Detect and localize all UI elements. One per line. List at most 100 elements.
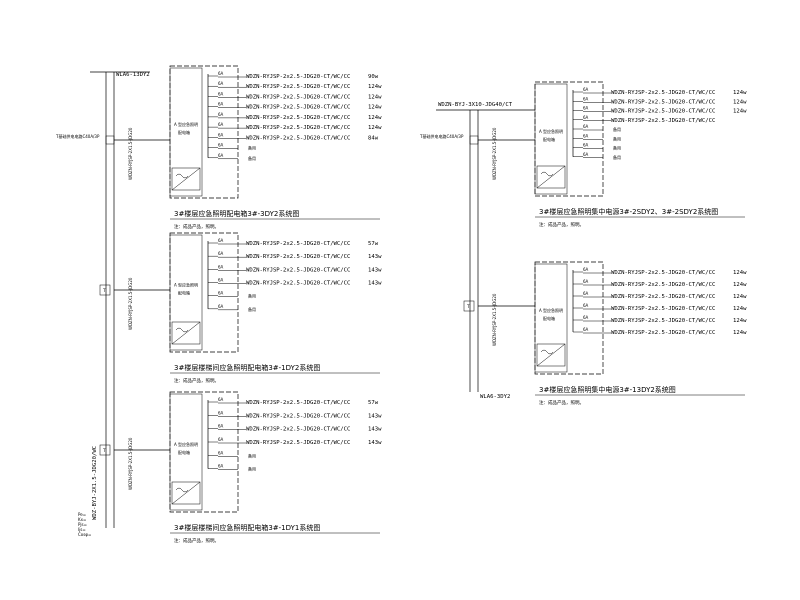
panel-sublabel: 配电箱 — [178, 290, 190, 296]
switch-label: T — [102, 288, 106, 293]
circuit-wire: WDZN-RYJSP-2x2.5-JDG20-CT/WC/CC — [611, 99, 715, 105]
circuit-load: 143w — [368, 281, 382, 287]
panel-title: 3#楼层楼梯间应急照明配电箱3#-1DY1系统图 — [174, 523, 320, 532]
circuit-wire: WDZN-RYJSP-2x2.5-JDG20-CT/WC/CC — [246, 400, 350, 406]
circuit-load: 124w — [733, 306, 747, 312]
breaker-rating: 6A — [218, 132, 224, 137]
circuit-wire: WDZN-RYJSP-2x2.5-JDG20-CT/WC/CC — [246, 105, 350, 111]
breaker-rating: 6A — [583, 152, 589, 157]
riser-label: WDZN-RYJSP-2X1.5-JDG20 — [492, 127, 497, 180]
spare-label: 备用 — [613, 135, 621, 141]
circuit-load: 124w — [368, 115, 382, 121]
breaker-rating: 6A — [218, 143, 224, 148]
panel-note: 注：成品产品，照明。 — [174, 223, 219, 230]
breaker-rating: 6A — [583, 327, 589, 332]
circuit-load: 124w — [733, 330, 747, 336]
breaker-rating: 6A — [218, 424, 224, 429]
breaker-rating: 6A — [583, 143, 589, 148]
circuit-load: 124w — [368, 94, 382, 100]
panel-note: 注：成品产品，照明。 — [539, 221, 584, 228]
breaker-rating: 6A — [218, 71, 224, 76]
spare-label: 备用 — [613, 154, 621, 160]
panel-box — [169, 67, 203, 197]
circuit-row: 6A WDZN-RYJSP-2x2.5-JDG20-CT/WC/CC 57w — [208, 397, 379, 406]
breaker-rating: 6A — [218, 291, 224, 296]
circuit-load: 124w — [733, 109, 747, 115]
riser-label: WDZN-RYJSP-2X1.5-JDG20 — [128, 437, 133, 490]
riser-label: WDZN-RYJSP-2X1.5-JDG20 — [128, 277, 133, 330]
switch-label: T — [102, 448, 106, 453]
breaker-rating: 6A — [218, 102, 224, 107]
panel-sublabel: 配电箱 — [543, 136, 555, 142]
circuit-wire: WDZN-RYJSP-2x2.5-JDG20-CT/WC/CC — [246, 254, 350, 260]
breaker-rating: 6A — [583, 87, 589, 92]
circuit-wire: WDZN-RYJSP-2x2.5-JDG20-CT/WC/CC — [611, 282, 715, 288]
circuit-load: 124w — [733, 294, 747, 300]
circuit-row: 6A WDZN-RYJSP-2x2.5-JDG20-CT/WC/CC 143w — [208, 424, 382, 433]
circuit-wire: WDZN-RYJSP-2x2.5-JDG20-CT/WC/CC — [246, 427, 350, 433]
battery-symbol — [171, 481, 201, 505]
breaker-rating: 6A — [218, 112, 224, 117]
feed-label-ijs: Ijs= — [78, 527, 86, 532]
spare-row: 6A 备用 — [208, 153, 256, 161]
circuit-load: 57w — [368, 400, 379, 406]
panel-sublabel: 配电箱 — [543, 315, 555, 321]
breaker-rating: 6A — [583, 315, 589, 320]
circuit-wire: WDZN-RYJSP-2x2.5-JDG20-CT/WC/CC — [246, 135, 350, 141]
circuit-load: 124w — [368, 125, 382, 131]
breaker-rating: 6A — [583, 124, 589, 129]
feed-label-cos: Cosφ= — [78, 532, 91, 537]
breaker-rating: 6A — [218, 397, 224, 402]
circuit-wire: WDZN-RYJSP-2x2.5-JDG20-CT/WC/CC — [246, 241, 350, 247]
circuit-wire: WDZN-RYJSP-2x2.5-JDG20-CT/WC/CC — [246, 125, 350, 131]
breaker-rating: 6A — [218, 81, 224, 86]
feed-label-kx: Kx= — [78, 517, 86, 522]
right-bus-tag-top: WDZN-BYJ-3X10-JDG40/CT — [438, 102, 513, 108]
circuit-load: 143w — [368, 254, 382, 260]
panel-box — [169, 393, 203, 511]
circuit-wire: WDZN-RYJSP-2x2.5-JDG20-CT/WC/CC — [611, 109, 715, 115]
panel-title: 3#楼层应急照明集中电源3#-13DY2系统图 — [539, 385, 676, 394]
switch-symbol — [463, 300, 475, 312]
circuit-load: 143w — [368, 427, 382, 433]
panel-label: A 型应急照明 — [174, 282, 198, 288]
breaker-rating: 6A — [218, 410, 224, 415]
feed-label-pe: Pe= — [78, 512, 86, 517]
panel-label: A 型应急照明 — [174, 441, 198, 447]
panel-sublabel: 配电箱 — [178, 449, 190, 455]
panel-note: 注：成品产品，照明。 — [539, 399, 584, 406]
circuit-wire: WDZN-RYJSP-2x2.5-JDG20-CT/WC/CC — [611, 270, 715, 276]
spare-label: 备用 — [248, 155, 256, 161]
left-feed-labels: Pe= Kx= Pjs= Ijs= Cosφ= — [78, 512, 91, 537]
battery-symbol — [171, 167, 201, 191]
circuit-load: 124w — [733, 318, 747, 324]
breaker-rating: 6A — [583, 106, 589, 111]
circuit-load: 124w — [733, 99, 747, 105]
breaker-rating: 6A — [218, 278, 224, 283]
switch-label: T — [466, 304, 470, 309]
breaker-rating: 6A — [218, 153, 224, 158]
circuit-wire: WDZN-RYJSP-2x2.5-JDG20-CT/WC/CC — [246, 94, 350, 100]
circuit-wire: WDZN-RYJSP-2x2.5-JDG20-CT/WC/CC — [246, 74, 350, 80]
